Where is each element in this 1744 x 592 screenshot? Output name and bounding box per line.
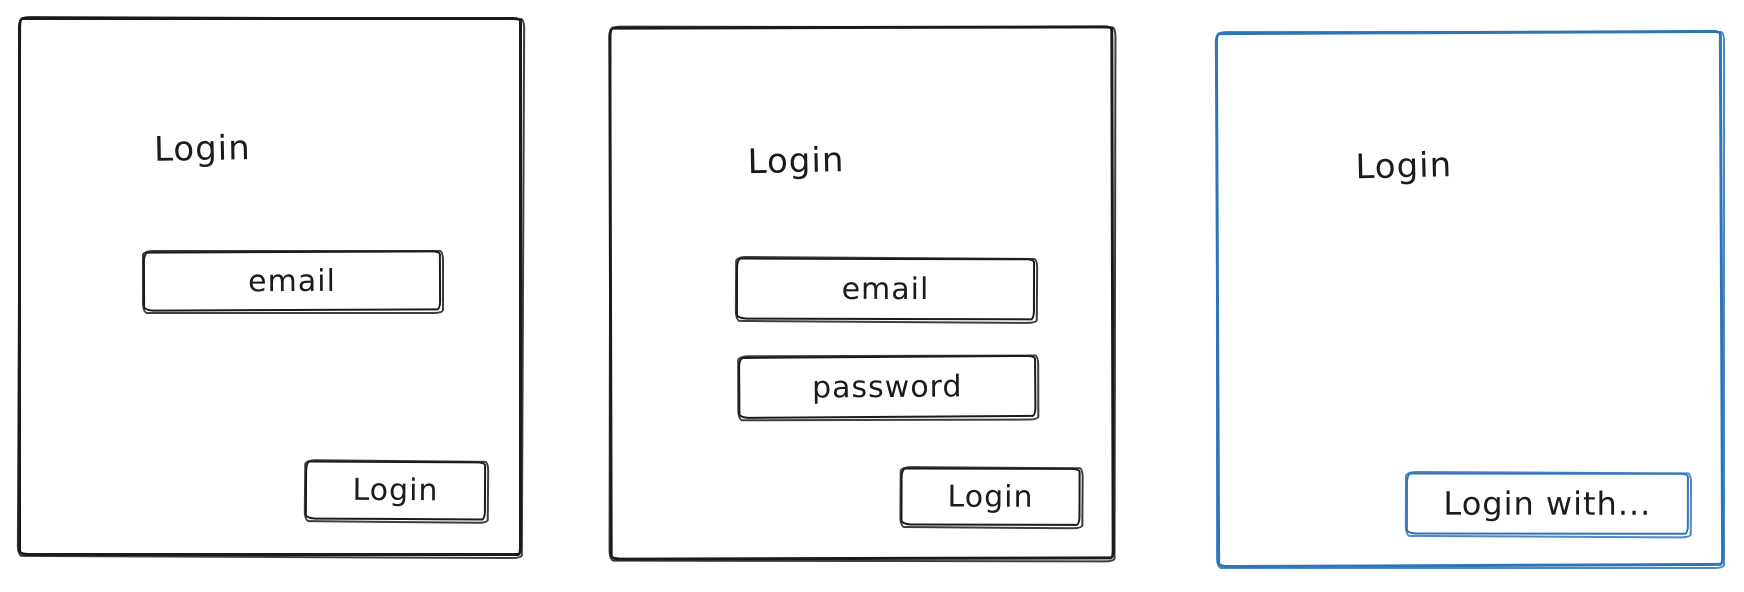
email-input-label: email [841,271,930,307]
login-panel-email-only: Login email Login [18,17,522,556]
login-button-label: Login [352,472,439,509]
login-with-provider-button[interactable]: Login with... [1405,472,1689,535]
login-title: Login [153,128,252,170]
password-input[interactable]: password [738,354,1037,419]
login-button[interactable]: Login [304,460,487,521]
email-input[interactable]: email [142,250,442,312]
login-title: Login [747,140,845,183]
email-input-label: email [248,263,336,299]
email-input[interactable]: email [735,257,1036,321]
login-button-label: Login [947,479,1034,515]
login-panel-provider: Login Login with... [1214,29,1725,569]
login-title: Login [1354,145,1453,188]
login-button[interactable]: Login [900,467,1081,526]
login-with-provider-button-label: Login with... [1443,484,1652,523]
login-panel-email-password: Login email password Login [608,25,1115,561]
password-input-label: password [811,368,963,405]
